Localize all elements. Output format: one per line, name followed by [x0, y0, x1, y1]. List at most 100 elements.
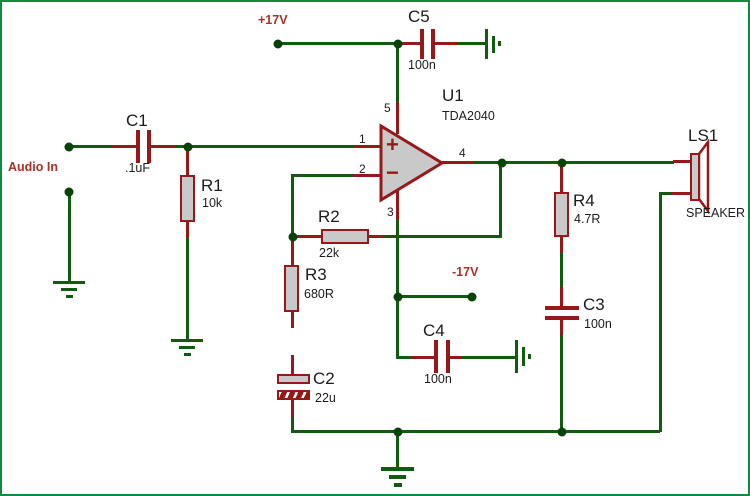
r1-value: 10k	[202, 196, 223, 210]
c4-value: 100n	[424, 372, 452, 386]
c2-plate-bottom	[277, 390, 310, 400]
wire-vminus-tap	[397, 295, 473, 298]
audio-in-label: Audio In	[8, 160, 58, 174]
r4-top-pin	[560, 163, 563, 192]
wire-pin3-vertical-b	[396, 298, 399, 358]
opamp-pin2-stub	[354, 174, 381, 177]
wire-c4-right	[461, 356, 516, 359]
ground-bar	[485, 29, 488, 59]
r3-body	[284, 265, 299, 312]
c4-ref: C4	[423, 321, 445, 340]
wire-feedback-v	[499, 162, 502, 238]
r1-body	[180, 175, 195, 222]
pin-number-1: 1	[359, 132, 366, 146]
junction-dot	[183, 142, 193, 152]
junction-dot	[273, 39, 283, 49]
opamp-pin4-stub	[442, 161, 473, 164]
pin-number-4: 4	[459, 146, 466, 160]
c2-plate-top	[277, 374, 310, 384]
r1-bottom-pin	[186, 222, 189, 238]
r1-top-pin	[186, 148, 189, 175]
ground-bar	[522, 347, 525, 366]
wire-audio-ground	[68, 192, 71, 282]
c2-ref: C2	[313, 369, 335, 388]
c4-plate	[446, 340, 450, 373]
wire-pin2-vertical	[291, 174, 294, 238]
wire-pin5-vertical	[396, 43, 399, 103]
u1-ref: U1	[442, 86, 464, 105]
c4-left-pin	[412, 356, 435, 359]
wire-feedback-h	[382, 235, 501, 238]
c5-ref: C5	[408, 7, 430, 26]
junction-dot	[393, 427, 403, 437]
junction-dot	[288, 232, 298, 242]
r2-right-pin	[369, 235, 383, 238]
speaker-cone	[698, 139, 710, 215]
r3-value: 680R	[304, 287, 334, 301]
u1-value: TDA2040	[442, 109, 495, 123]
c4-right-pin	[450, 356, 462, 359]
junction-dot	[64, 187, 74, 197]
c5-value: 100n	[408, 58, 436, 72]
speaker-top-pin	[673, 160, 690, 163]
junction-dot	[393, 39, 403, 49]
wire-c2-to-rail	[291, 416, 294, 432]
junction-dot	[64, 142, 74, 152]
wire-input-to-pin1	[188, 145, 354, 148]
wire-r4-to-c3	[560, 252, 563, 288]
c1-value: .1uF	[125, 161, 151, 175]
wire-bottom-rail	[291, 430, 660, 433]
r2-body	[321, 229, 369, 244]
wire-vplus-rail	[277, 42, 398, 45]
junction-dot	[393, 292, 403, 302]
junction-dot	[557, 427, 567, 437]
wire-pin2-horizontal	[293, 174, 355, 177]
c3-plate	[545, 306, 579, 310]
pin-number-3: 3	[387, 205, 394, 219]
junction-dot	[497, 158, 507, 168]
opamp-pin5-stub	[396, 102, 399, 134]
c4-plate	[434, 340, 438, 373]
c3-ref: C3	[583, 295, 605, 314]
c5-plate	[420, 29, 424, 59]
ground-bar	[515, 340, 518, 373]
c2-value: 22u	[315, 391, 336, 405]
ground-bar	[381, 467, 414, 471]
c3-value: 100n	[584, 317, 612, 331]
pin-number-2: 2	[359, 162, 366, 176]
junction-dot	[557, 158, 567, 168]
wire-r1-to-ground	[186, 237, 189, 340]
wire-main-gnd-stub	[396, 431, 399, 467]
r4-ref: R4	[573, 191, 595, 210]
r3-top-pin	[291, 238, 294, 265]
c1-ref: C1	[126, 111, 148, 130]
ground-bar	[492, 36, 495, 53]
ground-bar	[66, 295, 73, 298]
ground-bar	[184, 353, 191, 356]
c3-bottom-pin	[560, 320, 563, 335]
r2-value: 22k	[319, 246, 340, 260]
r4-body	[554, 192, 569, 237]
wire-output	[472, 161, 674, 164]
pin-number-5: 5	[384, 101, 391, 115]
ls1-ref: LS1	[688, 126, 719, 145]
vplus-label: +17V	[258, 13, 288, 27]
c1-plate	[147, 130, 151, 163]
r2-ref: R2	[318, 207, 340, 226]
c2-top-pin	[291, 355, 294, 374]
c1-left-pin	[112, 145, 137, 148]
c5-right-pin	[435, 42, 458, 45]
r4-value: 4.7R	[574, 212, 601, 226]
ls1-value: SPEAKER	[686, 206, 746, 220]
c3-top-pin	[560, 287, 563, 306]
wire-speaker-bottom	[659, 192, 673, 195]
c5-plate	[431, 29, 435, 59]
wire-c4-left	[396, 356, 413, 359]
opamp-minus-sign: −	[386, 160, 399, 185]
c1-plate	[136, 130, 140, 163]
speaker-bottom-pin	[672, 192, 690, 195]
ground-bar	[61, 288, 77, 291]
r3-ref: R3	[305, 265, 327, 284]
ground-bar	[171, 339, 203, 342]
